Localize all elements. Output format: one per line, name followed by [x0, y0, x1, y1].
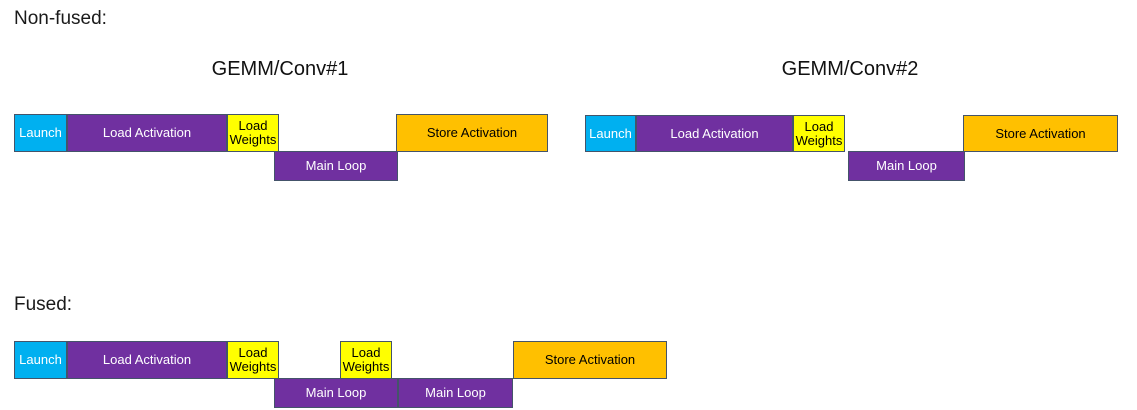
section-label-non-fused: Non-fused: [14, 8, 107, 29]
bar-store-activation-fused: Store Activation [513, 341, 667, 379]
bar-main-loop-1: Main Loop [274, 151, 398, 181]
bar-load-weights-1: Load Weights [227, 114, 279, 152]
bar-load-activation-1: Load Activation [67, 114, 227, 152]
bar-launch-fused: Launch [14, 341, 67, 379]
bar-launch-2: Launch [585, 115, 636, 152]
bar-launch-1: Launch [14, 114, 67, 152]
bar-load-weights-2: Load Weights [793, 115, 845, 152]
bar-store-activation-1: Store Activation [396, 114, 548, 152]
bar-store-activation-2: Store Activation [963, 115, 1118, 152]
bar-load-weights-fused-2: Load Weights [340, 341, 392, 379]
section-label-fused: Fused: [14, 294, 73, 315]
bar-main-loop-fused-2: Main Loop [398, 378, 513, 408]
bar-main-loop-fused-1: Main Loop [274, 378, 398, 408]
bar-load-activation-2: Load Activation [636, 115, 793, 152]
bar-load-activation-fused: Load Activation [67, 341, 227, 379]
bar-load-weights-fused-1: Load Weights [227, 341, 279, 379]
group-title-gemm-conv-2: GEMM/Conv#2 [781, 58, 919, 80]
bar-main-loop-2: Main Loop [848, 151, 965, 181]
group-title-gemm-conv-1: GEMM/Conv#1 [211, 58, 349, 80]
